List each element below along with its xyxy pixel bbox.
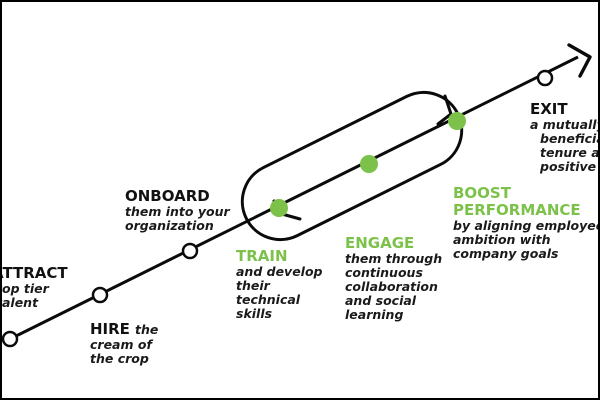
- development-loop: [240, 90, 464, 242]
- train-node: [270, 199, 288, 217]
- timeline-arrowhead: [567, 43, 592, 78]
- exit-label: EXIT a mutually beneficial tenure and po…: [530, 101, 598, 174]
- exit-desc-3: tenure and: [540, 144, 598, 160]
- onboard-desc-1: them into your: [125, 203, 230, 219]
- exit-desc-4: positive experience: [540, 158, 598, 174]
- onboard-label: ONBOARD them into your organization: [125, 188, 230, 233]
- onboard-node: [181, 242, 199, 260]
- engage-label: ENGAGE them through continuous collabora…: [345, 235, 442, 322]
- exit-title: EXIT: [530, 100, 568, 118]
- exit-node: [536, 69, 554, 87]
- boost-desc-1: by aligning employee: [453, 217, 598, 233]
- attract-desc-1: top tier: [2, 280, 49, 296]
- boost-title-2: PERFORMANCE: [453, 200, 581, 219]
- engage-desc-5: learning: [345, 306, 404, 322]
- attract-title: ATTRACT: [2, 264, 68, 282]
- hire-desc-1: cream of: [90, 336, 152, 352]
- train-desc-2: their: [236, 277, 270, 293]
- boost-node: [448, 112, 466, 130]
- engage-desc-3: collaboration: [345, 278, 438, 294]
- engage-node: [360, 155, 378, 173]
- attract-desc-2: talent: [2, 294, 39, 310]
- train-title: TRAIN: [236, 247, 288, 265]
- hire-node: [91, 286, 109, 304]
- hire-label: HIRE the cream of the crop: [90, 320, 158, 366]
- attract-label: ATTRACT top tier talent: [2, 265, 68, 310]
- boost-desc-2: ambition with: [453, 231, 551, 247]
- engage-title: ENGAGE: [345, 234, 415, 252]
- boost-title-1: BOOST: [453, 184, 511, 202]
- hire-title: HIRE: [90, 320, 130, 338]
- exit-desc-2: beneficial: [540, 130, 598, 146]
- onboard-desc-2: organization: [125, 217, 214, 233]
- attract-node: [2, 330, 19, 348]
- hire-desc-inline: the: [135, 322, 159, 337]
- train-desc-4: skills: [236, 305, 273, 321]
- onboard-title: ONBOARD: [125, 187, 210, 205]
- engage-desc-1: them through: [345, 250, 443, 266]
- boost-label: BOOST PERFORMANCE by aligning employee a…: [453, 185, 598, 261]
- engage-desc-4: and social: [345, 292, 417, 308]
- train-desc-1: and develop: [236, 263, 323, 279]
- hire-desc-2: the crop: [90, 350, 149, 366]
- boost-desc-3: company goals: [453, 245, 559, 261]
- loop-arrow-top: [436, 94, 453, 126]
- engage-desc-2: continuous: [345, 264, 423, 280]
- train-label: TRAIN and develop their technical skills: [236, 248, 323, 321]
- train-desc-3: technical: [236, 291, 301, 307]
- exit-desc-1: a mutually: [530, 116, 598, 132]
